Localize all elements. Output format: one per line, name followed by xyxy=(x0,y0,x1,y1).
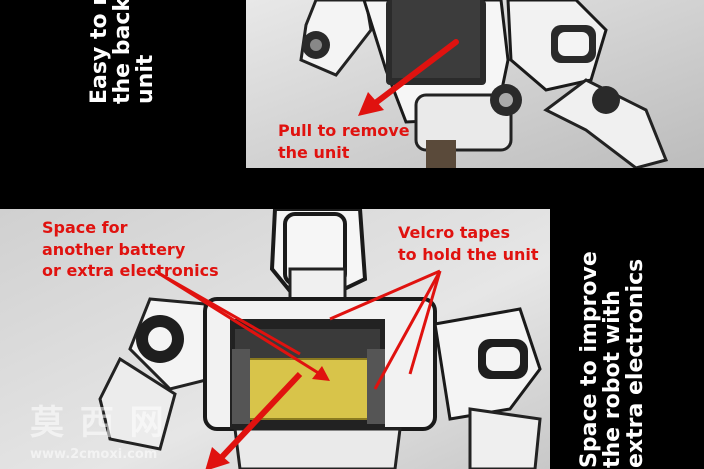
side-line-3: extra electronics xyxy=(623,258,649,468)
watermark-url: www.2cmoxi.com xyxy=(30,447,158,462)
velcro-line-2: to hold the unit xyxy=(398,244,539,264)
velcro-line-1: Velcro tapes xyxy=(398,223,511,242)
pull-line-1: Pull to remove xyxy=(278,121,410,140)
side-line-2: the robot with xyxy=(600,290,626,468)
caption-line-2: the back xyxy=(110,0,136,104)
bottom-robot-illustration xyxy=(0,209,550,469)
pull-callout: Pull to remove the unit xyxy=(278,120,410,163)
caption-line-3: unit xyxy=(133,54,159,104)
top-robot-illustration xyxy=(246,0,704,168)
space-line-2: another battery xyxy=(42,239,186,259)
top-side-caption: Easy to r the back unit xyxy=(87,0,159,104)
pull-line-2: the unit xyxy=(278,142,350,162)
bottom-side-caption: Space to improve the robot with extra el… xyxy=(577,251,649,468)
space-callout: Space for another battery or extra elect… xyxy=(42,217,219,282)
side-line-1: Space to improve xyxy=(577,251,602,468)
space-line-1: Space for xyxy=(42,218,128,237)
watermark-cjk: 莫 西 网 xyxy=(30,403,166,443)
space-line-3: or extra electronics xyxy=(42,261,219,281)
bottom-robot-photo: Space for another battery or extra elect… xyxy=(0,209,550,469)
top-robot-photo: Pull to remove the unit xyxy=(246,0,704,168)
caption-line-1: Easy to r xyxy=(87,0,112,104)
velcro-callout: Velcro tapes to hold the unit xyxy=(398,222,538,265)
